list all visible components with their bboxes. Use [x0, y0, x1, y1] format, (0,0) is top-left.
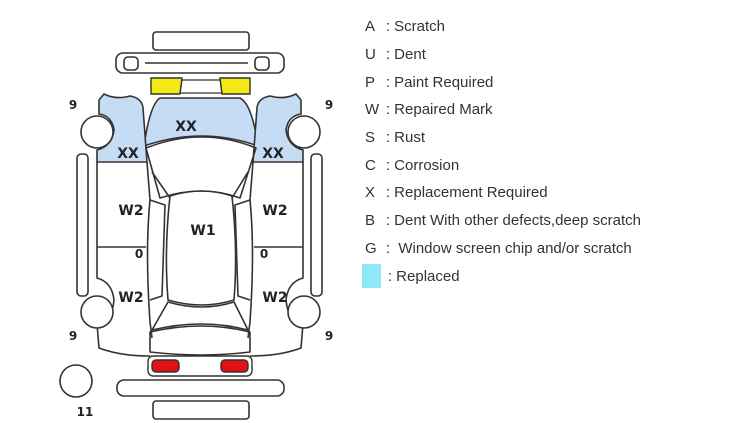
- a-pillar-right: [231, 171, 249, 199]
- taillight-right: [220, 359, 249, 373]
- legend-label: Corrosion: [394, 156, 460, 174]
- legend-key: C: [365, 156, 376, 174]
- legend-label: Paint Required: [394, 73, 494, 91]
- front-bumper-right-lamp: [254, 56, 270, 71]
- a-pillar-left: [151, 171, 171, 199]
- left-rocker-panel: [76, 153, 89, 297]
- legend-separator: :: [386, 212, 391, 230]
- vehicle-condition-diagram: XX XX XX W2 W2 W1 0 0 W2 W2 9 9 9 9 11: [59, 31, 333, 420]
- right-body-side: [249, 162, 304, 357]
- front-right-tire-icon: [287, 115, 321, 149]
- rear-left-tire-number: 9: [69, 329, 77, 343]
- legend-item: B:Dent With other defects,deep scratch: [362, 207, 742, 235]
- headlight-right: [219, 77, 251, 95]
- rear-right-tire-icon: [287, 295, 321, 329]
- front-right-fender-panel: [252, 93, 304, 163]
- legend-key: X: [365, 184, 376, 202]
- legend-label: Window screen chip and/or scratch: [394, 239, 632, 257]
- legend: A:Scratch U:Dent P:Paint Required W:Repa…: [362, 13, 742, 290]
- legend-item: G: Window screen chip and/or scratch: [362, 235, 742, 263]
- legend-key: B: [365, 212, 376, 230]
- right-rocker-panel: [310, 153, 323, 297]
- front-left-tire-number: 9: [69, 98, 77, 112]
- front-left-door-code: W2: [118, 203, 143, 219]
- legend-label: Dent: [394, 46, 426, 64]
- legend-item: P:Paint Required: [362, 68, 742, 96]
- legend-key: W: [365, 101, 380, 119]
- legend-label: Replaced: [396, 267, 460, 285]
- legend-separator: :: [386, 73, 391, 91]
- legend-item: C:Corrosion: [362, 151, 742, 179]
- left-door-inner: [146, 161, 153, 339]
- legend-key: G: [365, 239, 377, 257]
- front-left-tire-icon: [80, 115, 114, 149]
- legend-item-replaced: :Replaced: [362, 262, 742, 290]
- legend-key: A: [365, 18, 376, 36]
- legend-separator: :: [386, 239, 391, 257]
- rear-right-door-code: W2: [262, 290, 287, 306]
- roof-panel: [165, 190, 237, 306]
- hood-code: XX: [175, 119, 197, 135]
- taillight-left: [151, 359, 180, 373]
- legend-separator: :: [386, 101, 391, 119]
- right-quarter-window: [234, 199, 251, 301]
- windshield: [145, 136, 257, 199]
- rear-panel: [147, 355, 253, 377]
- legend-label: Scratch: [394, 18, 446, 36]
- legend-label: Dent With other defects,deep scratch: [394, 212, 641, 230]
- legend-item: W:Repaired Mark: [362, 96, 742, 124]
- right-door-inner: [247, 161, 254, 339]
- replaced-swatch: [362, 264, 381, 289]
- rear-bumper-bottom: [152, 400, 250, 420]
- rear-right-tire-number: 9: [325, 329, 333, 343]
- legend-item: X:Replacement Required: [362, 179, 742, 207]
- legend-separator: :: [388, 267, 393, 285]
- legend-key: U: [365, 46, 376, 64]
- left-rocker-code: 0: [135, 247, 143, 261]
- rear-window: [151, 301, 249, 331]
- front-bumper-top: [152, 31, 250, 51]
- legend-item: A:Scratch: [362, 13, 742, 41]
- legend-separator: :: [386, 184, 391, 202]
- hood-panel: [143, 97, 259, 148]
- headlight-left: [150, 77, 183, 95]
- rear-left-door-code: W2: [118, 290, 143, 306]
- front-right-door-code: W2: [262, 203, 287, 219]
- legend-item: S:Rust: [362, 124, 742, 152]
- front-right-tire-number: 9: [325, 98, 333, 112]
- legend-separator: :: [386, 46, 391, 64]
- grille: [179, 79, 223, 94]
- front-left-fender-code: XX: [117, 146, 139, 162]
- legend-separator: :: [386, 129, 391, 147]
- legend-label: Rust: [394, 129, 426, 147]
- legend-separator: :: [386, 156, 391, 174]
- roof-code: W1: [190, 223, 215, 239]
- legend-key: S: [365, 129, 376, 147]
- front-bumper: [115, 52, 285, 74]
- front-bumper-left-lamp: [123, 56, 139, 71]
- trunk-lid: [149, 325, 251, 356]
- legend-item: U:Dent: [362, 41, 742, 69]
- left-quarter-window: [149, 199, 166, 301]
- legend-separator: :: [386, 18, 391, 36]
- legend-label: Replacement Required: [394, 184, 548, 202]
- spare-tire-icon: [59, 364, 93, 398]
- rear-bumper: [116, 379, 285, 397]
- rear-left-tire-icon: [80, 295, 114, 329]
- spare-tire-number: 11: [77, 405, 94, 419]
- front-left-fender-panel: [96, 93, 148, 163]
- legend-key: P: [365, 73, 376, 91]
- front-right-fender-code: XX: [262, 146, 284, 162]
- legend-label: Repaired Mark: [394, 101, 493, 119]
- right-rocker-code: 0: [260, 247, 268, 261]
